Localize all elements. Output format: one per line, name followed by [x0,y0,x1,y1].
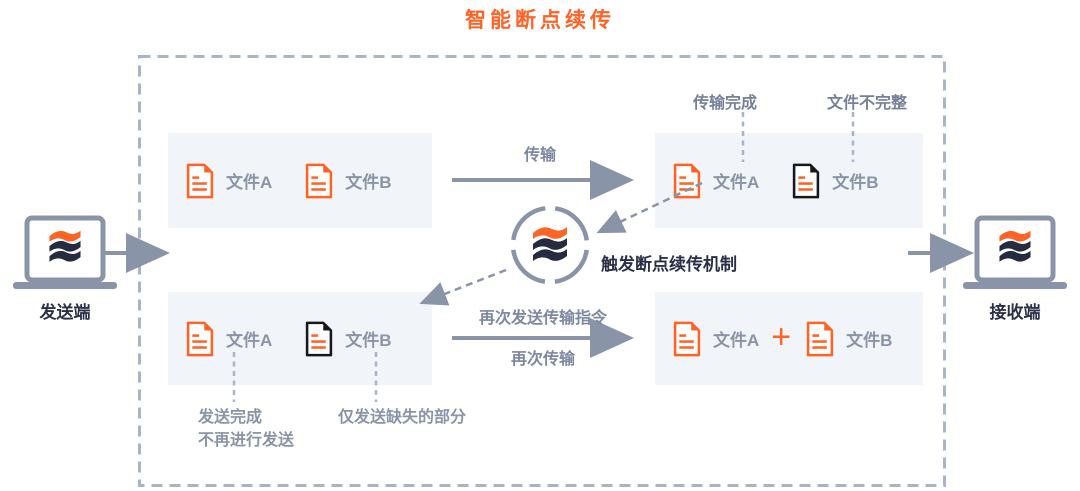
file-b-label: 文件B [345,173,392,192]
box-resend-files: 文件A 文件B [168,292,432,385]
box-source-files: 文件A 文件B [168,133,432,228]
plus-icon: + [771,317,792,356]
box-received-files: 文件A 文件B [655,133,923,228]
retransfer-label: 再次传输 [510,351,575,368]
document-incomplete-icon [789,162,823,200]
receiver-laptop-icon [960,214,1070,294]
document-orange-icon [183,320,217,358]
resume-dashed-arrow [419,268,507,306]
document-orange-icon [670,320,704,358]
sender-laptop-icon [10,214,120,294]
document-orange-icon [803,320,837,358]
file-b-label: 文件B [345,331,392,350]
box-merged-files: 文件A + 文件B [655,292,923,385]
transfer-done-note: 传输完成 [693,95,758,112]
document-orange-icon [670,162,704,200]
transfer-label: 传输 [523,147,556,164]
page-title: 智能断点续传 [465,9,615,32]
file-a-label: 文件A [226,173,273,192]
send-missing-note: 仅发送缺失的部分 [338,409,467,426]
file-b-label: 文件B [846,331,893,350]
file-b-group: 文件B [302,162,392,200]
trigger-label: 触发断点续传机制 [601,255,737,274]
document-incomplete-icon [302,320,336,358]
sender-label: 发送端 [39,303,91,322]
send-done-line2: 不再进行发送 [198,432,295,449]
file-incomplete-note: 文件不完整 [827,95,908,112]
document-orange-icon [302,162,336,200]
file-a-group: 文件A [670,162,759,200]
file-b-group: 文件B [803,320,892,358]
file-a-group: 文件A [183,320,272,358]
receiver-label: 接收端 [989,303,1041,322]
file-b-group: 文件B [789,162,879,200]
file-a-label: 文件A [713,173,760,192]
resume-mechanism-icon [510,205,590,285]
wave-stack-logo-icon [533,227,567,261]
document-orange-icon [183,162,217,200]
file-a-group: 文件A [183,162,272,200]
file-a-label: 文件A [226,331,273,350]
send-done-note: 发送完成 不再进行发送 [198,406,294,452]
file-b-label: 文件B [832,173,879,192]
file-a-label: 文件A [713,331,760,350]
file-b-group: 文件B [302,320,392,358]
send-done-line1: 发送完成 [198,409,263,426]
file-a-group: 文件A [670,320,759,358]
resend-command-label: 再次发送传输指令 [478,310,607,327]
